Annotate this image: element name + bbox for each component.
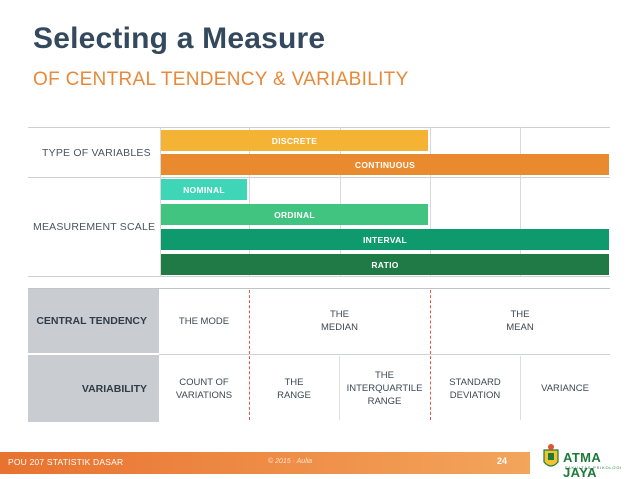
- cell-std: STANDARD DEVIATION: [449, 376, 501, 401]
- grid-col-line: [249, 127, 250, 276]
- bar-continuous: CONTINUOUS: [161, 154, 609, 175]
- page-number: 24: [497, 456, 508, 466]
- grid-col-line: [430, 127, 431, 276]
- atma-jaya-logo: ATMA JAYA FAKULTAS PSIKOLOGI: [541, 440, 631, 479]
- bar-interval: INTERVAL: [161, 229, 609, 250]
- grid-mid-line: [28, 177, 610, 178]
- page-subtitle: OF CENTRAL TENDENCY & VARIABILITY: [33, 69, 409, 90]
- cell-mode: THE MODE: [178, 315, 230, 327]
- cell-iqr: THE INTERQUARTILE RANGE: [346, 370, 423, 407]
- logo-text: ATMA JAYA: [563, 450, 601, 479]
- grid-col-line: [520, 127, 521, 276]
- cell-median: THE MEDIAN: [321, 309, 358, 333]
- label-separator: [28, 353, 159, 355]
- footer-bar: POU 207 STATISTIK DASAR © 2015 · Aulia 2…: [0, 452, 530, 474]
- cell-variance: VARIANCE: [541, 383, 589, 394]
- grid-top-line: [28, 127, 610, 128]
- cell-range: THE RANGE: [277, 376, 311, 401]
- row-separator: [159, 354, 610, 355]
- bar-ordinal: ORDINAL: [161, 204, 428, 225]
- cell-mean: THE MEAN: [506, 309, 534, 333]
- crest-icon: [543, 444, 559, 467]
- grid-bottom-line: [28, 276, 610, 277]
- grid-col-line: [160, 127, 161, 276]
- col-divider: [339, 356, 340, 420]
- cell-count-of-variations: COUNT OF VARIATIONS: [175, 376, 233, 401]
- footer-author: © 2015 · Aulia: [268, 458, 313, 465]
- logo-subtext: FAKULTAS PSIKOLOGI: [565, 465, 623, 470]
- col-divider: [430, 290, 431, 420]
- variability-label: VARIABILITY: [28, 355, 159, 422]
- central-tendency-label: CENTRAL TENDENCY: [28, 289, 159, 353]
- bar-discrete: DISCRETE: [161, 130, 428, 151]
- grid-col-line: [340, 127, 341, 276]
- table-top-line: [28, 288, 610, 289]
- col-divider: [520, 356, 521, 420]
- measures-table: CENTRAL TENDENCY VARIABILITY THE MODE TH…: [28, 288, 610, 422]
- page-title: Selecting a Measure: [33, 22, 326, 55]
- row-label-measurement-scale: MEASUREMENT SCALE: [33, 221, 156, 233]
- row-label-type-of-variables: TYPE OF VARIABLES: [42, 147, 151, 159]
- bar-ratio: RATIO: [161, 254, 609, 275]
- bar-nominal: NOMINAL: [161, 179, 247, 200]
- col-divider: [249, 290, 250, 420]
- footer-course: POU 207 STATISTIK DASAR: [8, 457, 124, 467]
